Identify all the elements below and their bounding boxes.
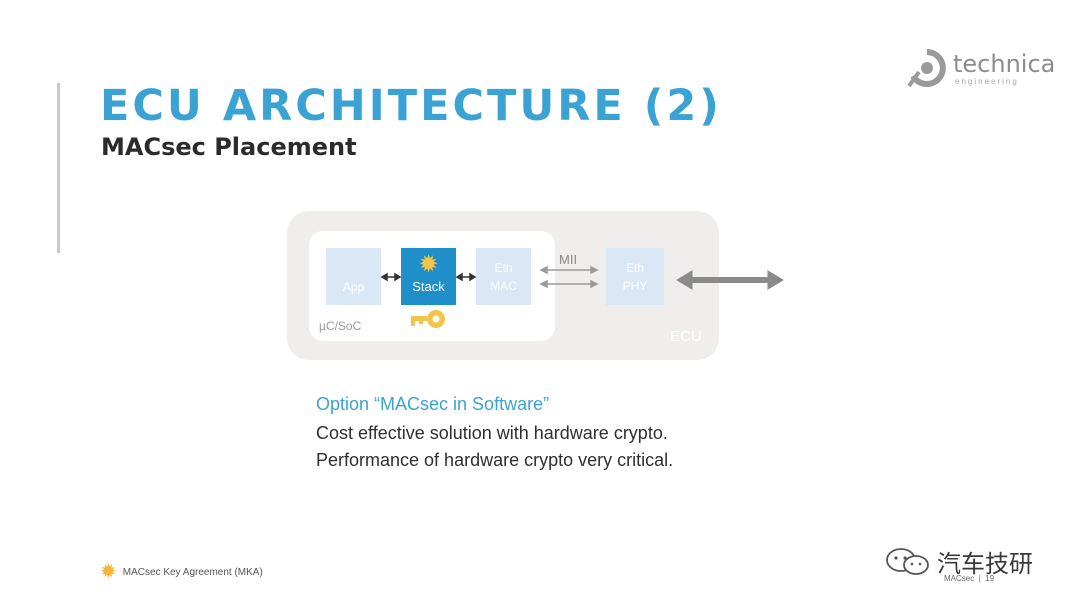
mii-label: MII [559,252,578,267]
footer-topic: MACsec [944,574,975,583]
slide-footer: MACsec | 19 [944,574,994,583]
eth-mac-label-line1: Eth [494,260,513,275]
option-description-line-2: Performance of hardware crypto very crit… [316,450,674,470]
option-title: Option “MACsec in Software” [316,394,550,414]
watermark: 汽车技研 [885,544,1033,579]
logo-name: technica [953,50,1056,78]
app-block-label: App [342,280,365,294]
stack-block-label: Stack [412,279,445,294]
eth-mac-label-line2: MAC [490,278,517,293]
stack-block: ✹ Stack [401,248,456,305]
footer-separator: | [976,574,983,583]
page-subtitle: MACsec Placement [101,133,357,161]
eth-mac-block: Eth MAC [476,248,531,305]
soc-label: µC/SoC [319,319,362,333]
legend-text: MACsec Key Agreement (MKA) [122,566,263,578]
page-number: 19 [985,574,995,583]
technica-logo-icon [907,49,946,88]
option-description-line-1: Cost effective solution with hardware cr… [316,423,668,443]
chat-bubbles-icon [886,547,929,575]
ecu-label: ECU [670,328,702,345]
left-accent-rule [57,83,60,253]
eth-phy-label-line2: PHY [622,278,648,293]
eth-phy-block: Eth PHY [606,248,664,305]
sun-icon: ✹ [418,251,439,278]
watermark-text: 汽车技研 [937,551,1033,578]
eth-phy-label-line1: Eth [625,260,644,275]
legend: ✹ MACsec Key Agreement (MKA) [100,562,263,582]
app-block: App [326,248,381,305]
logo-tagline: engineering [955,77,1019,86]
company-logo: technica engineering [905,46,1055,94]
sun-icon: ✹ [100,561,117,583]
page-title: ECU ARCHITECTURE (2) [100,81,722,131]
